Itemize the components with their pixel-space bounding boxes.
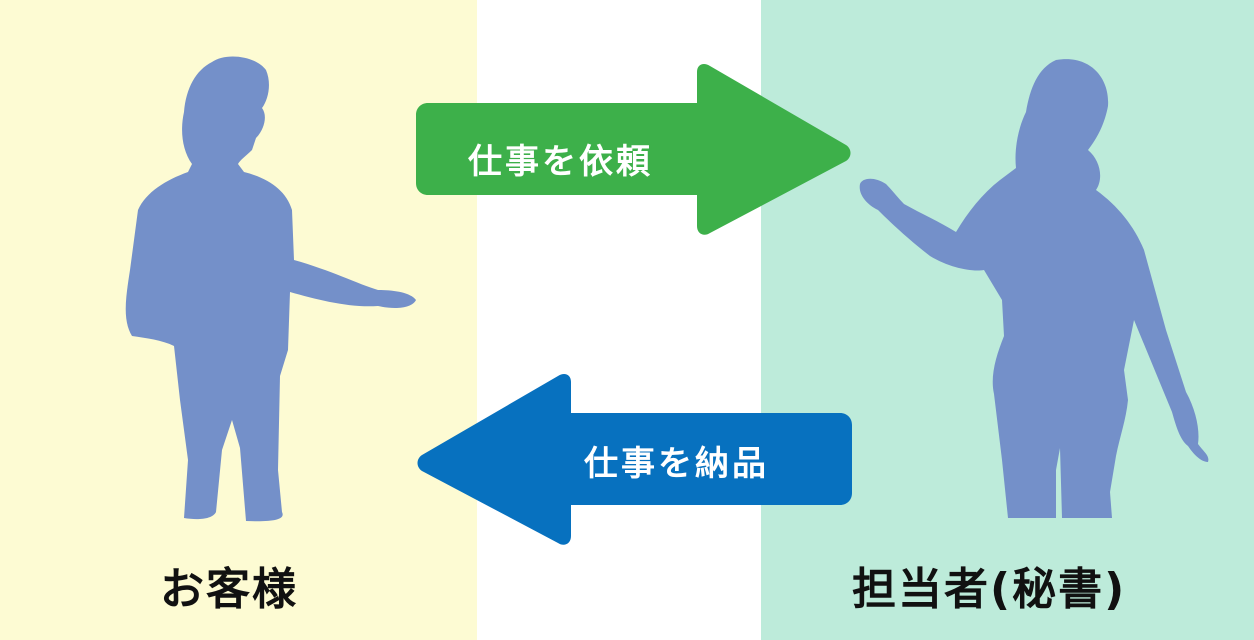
client-silhouette-icon (125, 56, 417, 522)
assignee-silhouette-icon (859, 59, 1209, 519)
request-arrow (416, 64, 851, 235)
delivery-arrow-label: 仕事を納品 (584, 444, 769, 484)
request-arrow-label: 仕事を依頼 (468, 142, 653, 182)
assignee-label: 担当者(秘書) (852, 564, 1127, 615)
client-label: お客様 (160, 564, 298, 615)
delivery-arrow (417, 374, 852, 545)
